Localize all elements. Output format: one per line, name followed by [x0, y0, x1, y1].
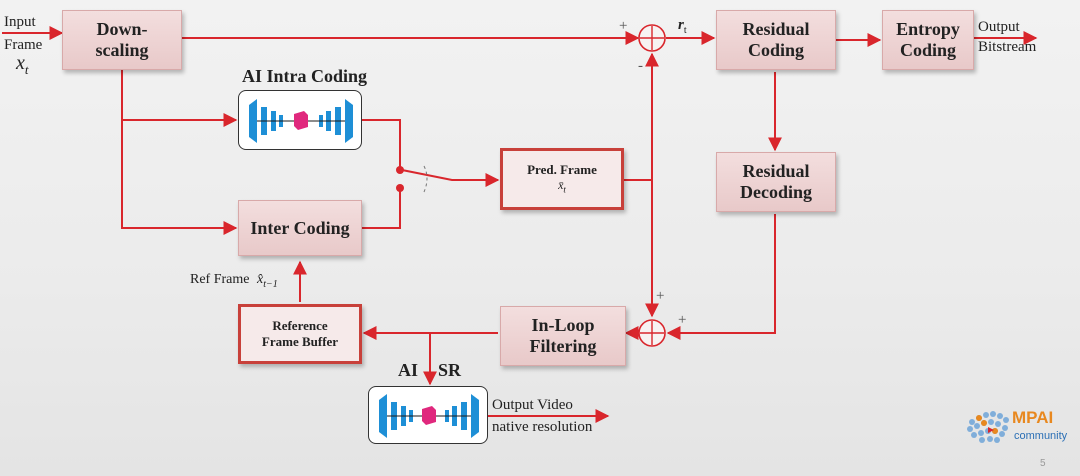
pred-frame-symbol: x̄t	[558, 178, 566, 196]
pred-frame-label: Pred. Frame	[527, 162, 597, 178]
switch-dot-bottom	[396, 184, 404, 192]
ai-sr-nn-box	[368, 386, 488, 444]
xt-symbol: x	[16, 52, 25, 74]
line-switch-arm	[401, 169, 500, 187]
inter-coding-block: Inter Coding	[238, 200, 362, 256]
sum-bottom-plus-top: +	[656, 288, 665, 304]
pred-frame-sub: t	[563, 184, 566, 195]
sum-node-bottom	[638, 319, 666, 347]
nn-icon	[379, 394, 479, 438]
page-number: 5	[1040, 458, 1046, 469]
ai-intra-nn-box	[238, 90, 362, 150]
pred-frame-sym: x̄	[558, 178, 564, 193]
logo-name: MPAI	[1012, 408, 1054, 427]
ai-label: AI	[398, 360, 419, 380]
frame-label: Frame	[4, 37, 43, 53]
in-loop-filtering-block: In-Loop Filtering	[500, 306, 626, 366]
nn-icon	[249, 99, 353, 143]
ref-frame-sym: x̂	[256, 272, 264, 287]
inter-coding-label: Inter Coding	[250, 217, 350, 238]
native-resolution-label: native resolution	[492, 419, 593, 435]
in-loop-filtering-label: In-Loop Filtering	[529, 315, 597, 356]
xt-label: xt	[16, 52, 29, 78]
reference-frame-buffer-label: Reference Frame Buffer	[261, 317, 339, 349]
switch-arc	[423, 165, 428, 193]
bitstream-label: Bitstream	[978, 39, 1037, 55]
mpai-logo: MPAI community	[964, 404, 1076, 450]
residual-coding-block: Residual Coding	[716, 10, 836, 70]
residual-decoding-block: Residual Decoding	[716, 152, 836, 212]
ref-frame-sub: t−1	[263, 278, 278, 290]
reference-frame-buffer-block: Reference Frame Buffer	[238, 304, 362, 364]
logo-brain-icon	[967, 411, 1009, 443]
residual-coding-label: Residual Coding	[742, 19, 810, 60]
downscaling-label: Down- scaling	[95, 19, 149, 60]
arrow-decoding-to-sum2	[666, 214, 776, 340]
output-label: Output	[978, 19, 1020, 35]
ref-frame-symbol: x̂t−1	[256, 272, 278, 290]
entropy-coding-label: Entropy Coding	[896, 19, 960, 60]
xt-subscript: t	[24, 62, 29, 77]
pred-frame-block: Pred. Frame x̄t	[500, 148, 624, 210]
rt-label: rt	[678, 17, 687, 36]
line-inter-out	[362, 188, 401, 229]
ref-frame-label: Ref Frame x̂t−1	[190, 272, 278, 290]
sum-top-minus: -	[638, 58, 643, 74]
sum-node-top	[638, 24, 666, 52]
residual-decoding-label: Residual Decoding	[740, 161, 812, 202]
downscaling-block: Down- scaling	[62, 10, 182, 70]
input-label: Input	[4, 14, 36, 30]
switch-dot-top	[396, 166, 404, 174]
rt-symbol: r	[678, 17, 684, 33]
line-down-branch	[121, 70, 238, 235]
logo-tagline: community	[1014, 430, 1068, 442]
ai-intra-coding-label: AI Intra Coding	[242, 66, 368, 86]
rt-subscript: t	[683, 25, 687, 36]
sr-label: SR	[438, 360, 462, 380]
ref-frame-text: Ref Frame	[190, 272, 250, 287]
sum-top-plus: +	[619, 18, 628, 34]
output-video-label: Output Video	[492, 397, 573, 413]
sum-bottom-plus-right: +	[678, 312, 687, 328]
entropy-coding-block: Entropy Coding	[882, 10, 974, 70]
line-intra-out	[362, 119, 401, 170]
